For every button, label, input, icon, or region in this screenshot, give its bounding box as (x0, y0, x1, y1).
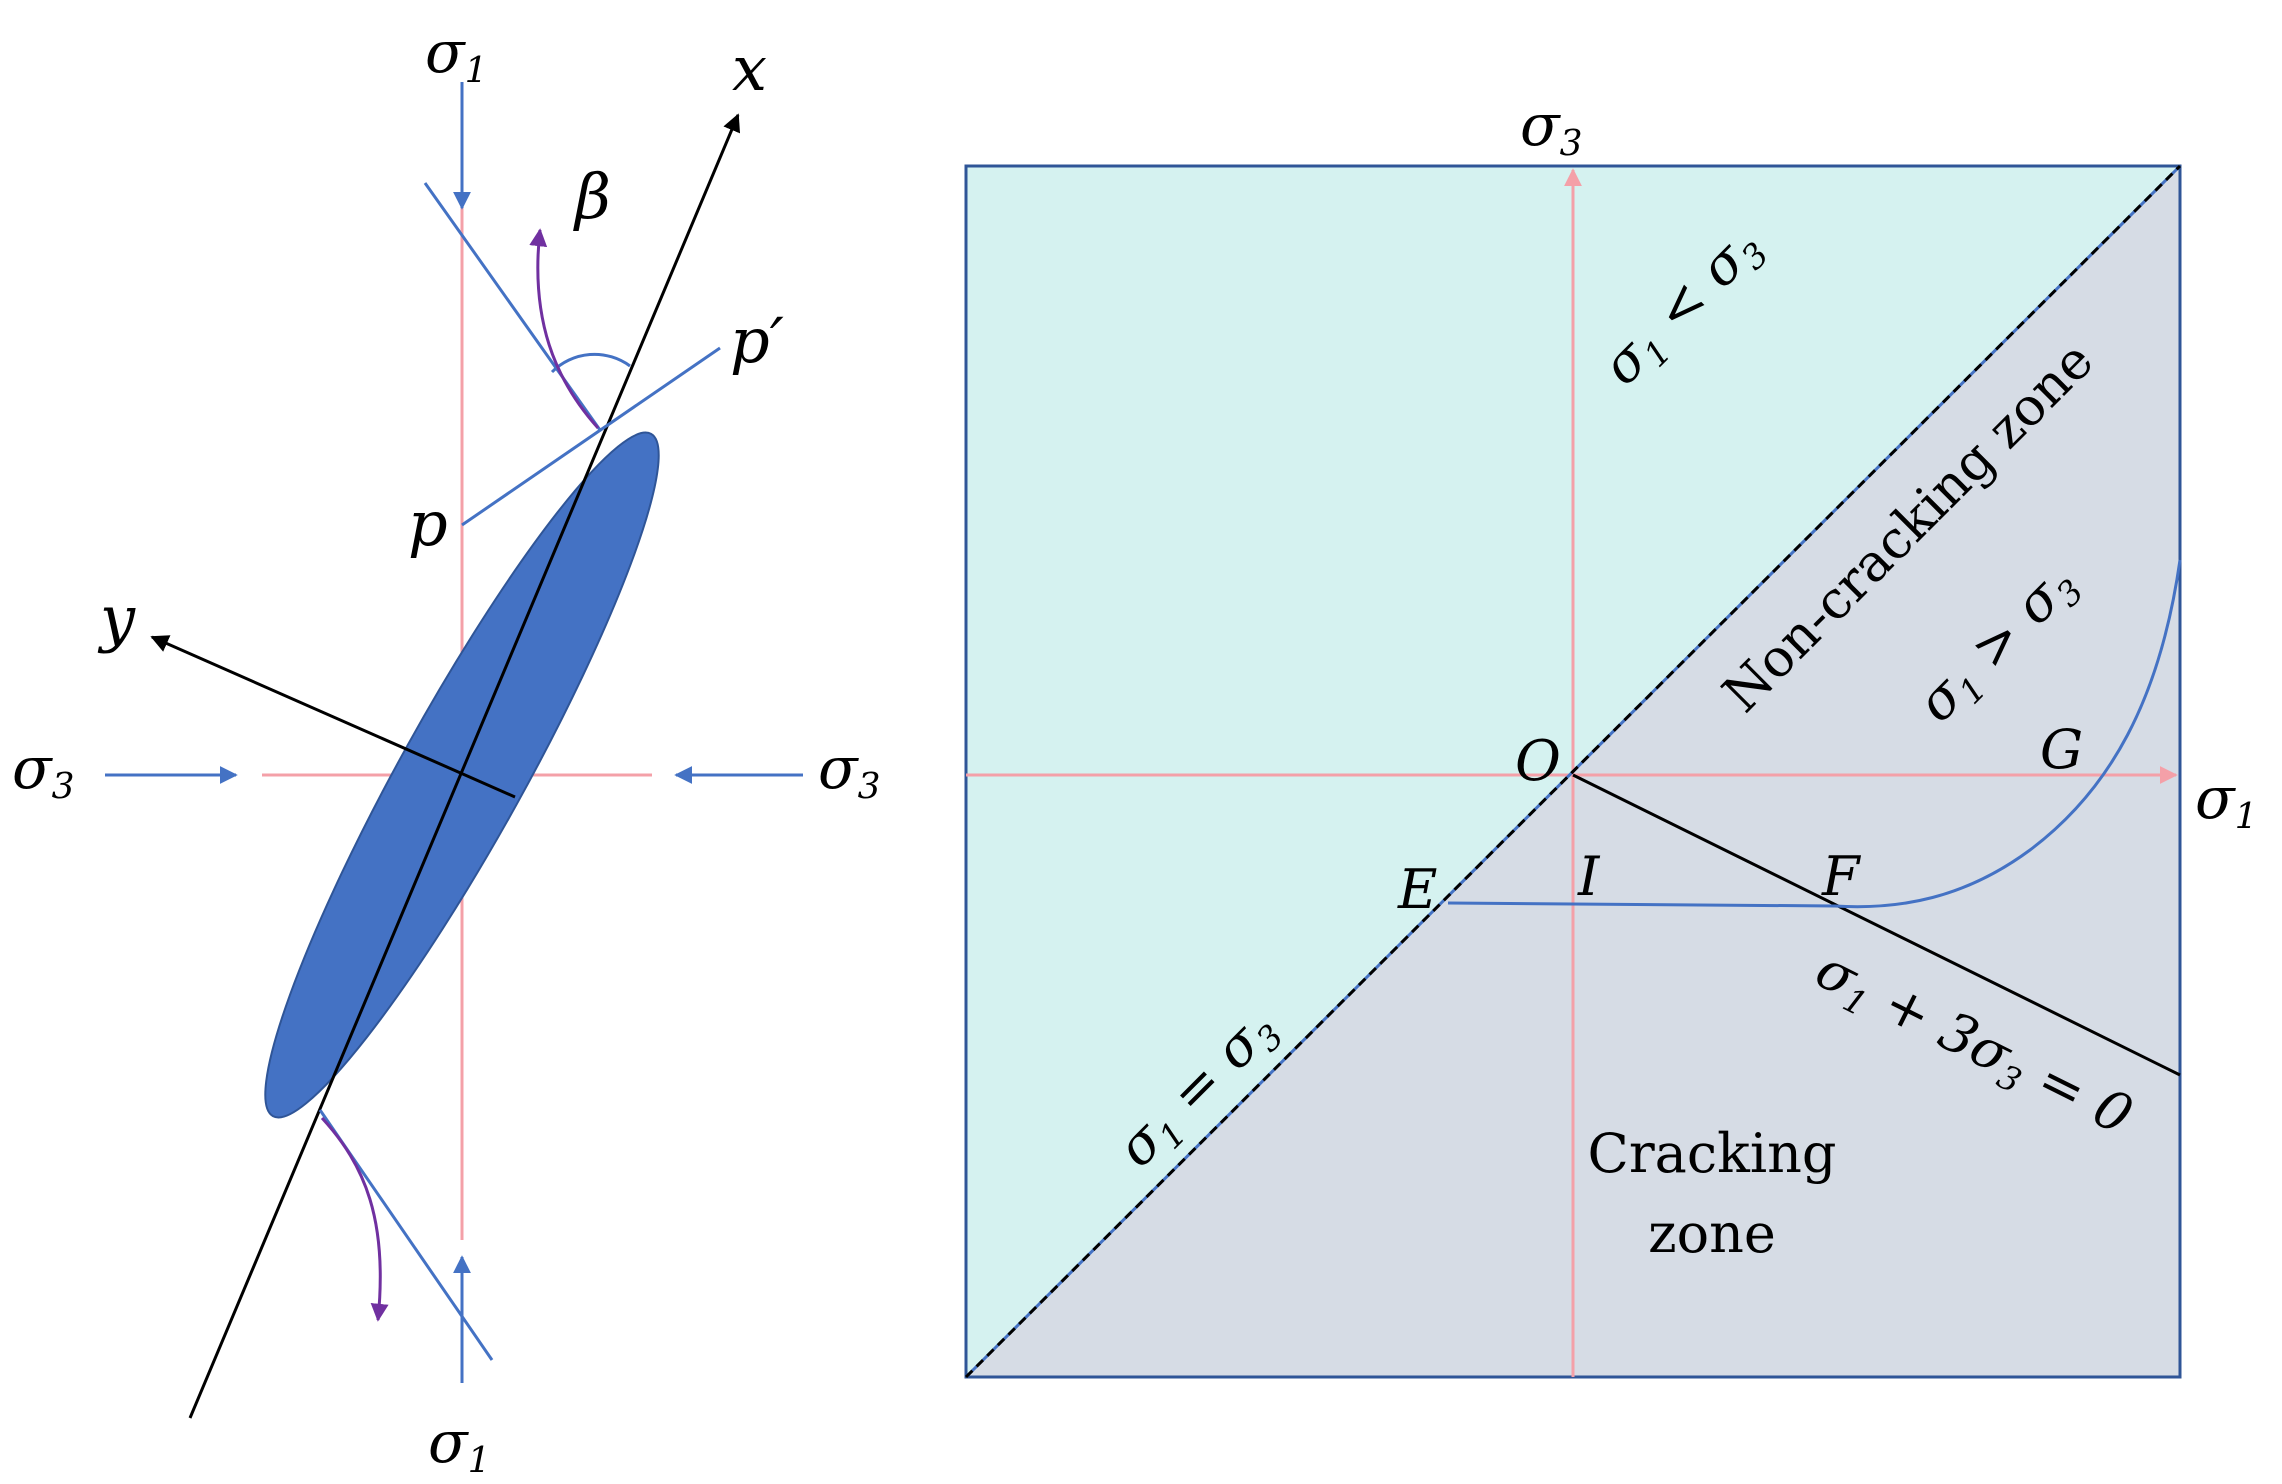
right-stress-label: σ3 (818, 734, 880, 807)
tangent-line-p (461, 346, 721, 527)
x-axis-line (188, 113, 741, 1419)
critical-line (1572, 773, 2181, 1077)
cracking-zone-label-line2: zone (1648, 1202, 1776, 1265)
top-stress-label: σ1 (425, 18, 487, 91)
cracking-zone-label-line1: Cracking (1588, 1122, 1837, 1185)
point-E-label: E (1397, 858, 1437, 921)
crack-diagram: σ1 σ1 σ3 σ3 x y β p p′ (12, 18, 880, 1481)
angle-label: β (573, 160, 611, 233)
bottom-rotation-arrow (320, 1116, 389, 1322)
equal-stress-line-dashed (964, 164, 2182, 1379)
point-G-label: G (2040, 718, 2083, 781)
bottom-stress-label: σ1 (428, 1408, 490, 1481)
top-rotation-arrow (529, 228, 600, 430)
left-stress-label: σ3 (12, 734, 74, 807)
origin-label: O (1515, 729, 1561, 794)
y-axis-label: y (97, 582, 136, 655)
sigma1-axis-label: σ1 (2195, 764, 2257, 837)
failure-curve (1447, 559, 2182, 909)
y-axis-line (150, 635, 516, 799)
x-axis-label: x (732, 32, 767, 105)
tangent-line-top-steep (423, 182, 602, 431)
angle-arc (550, 352, 631, 374)
p-prime-label: p′ (730, 304, 784, 377)
point-I-label: I (1577, 845, 1601, 908)
point-F-label: F (1821, 845, 1862, 908)
sigma3-axis-label: σ3 (1520, 91, 1582, 164)
p-label: p (408, 487, 448, 560)
failure-criterion-diagram: σ3 σ1 O E I F G σ1 < σ3 σ1 > σ3 σ1 = σ3 … (964, 91, 2257, 1379)
